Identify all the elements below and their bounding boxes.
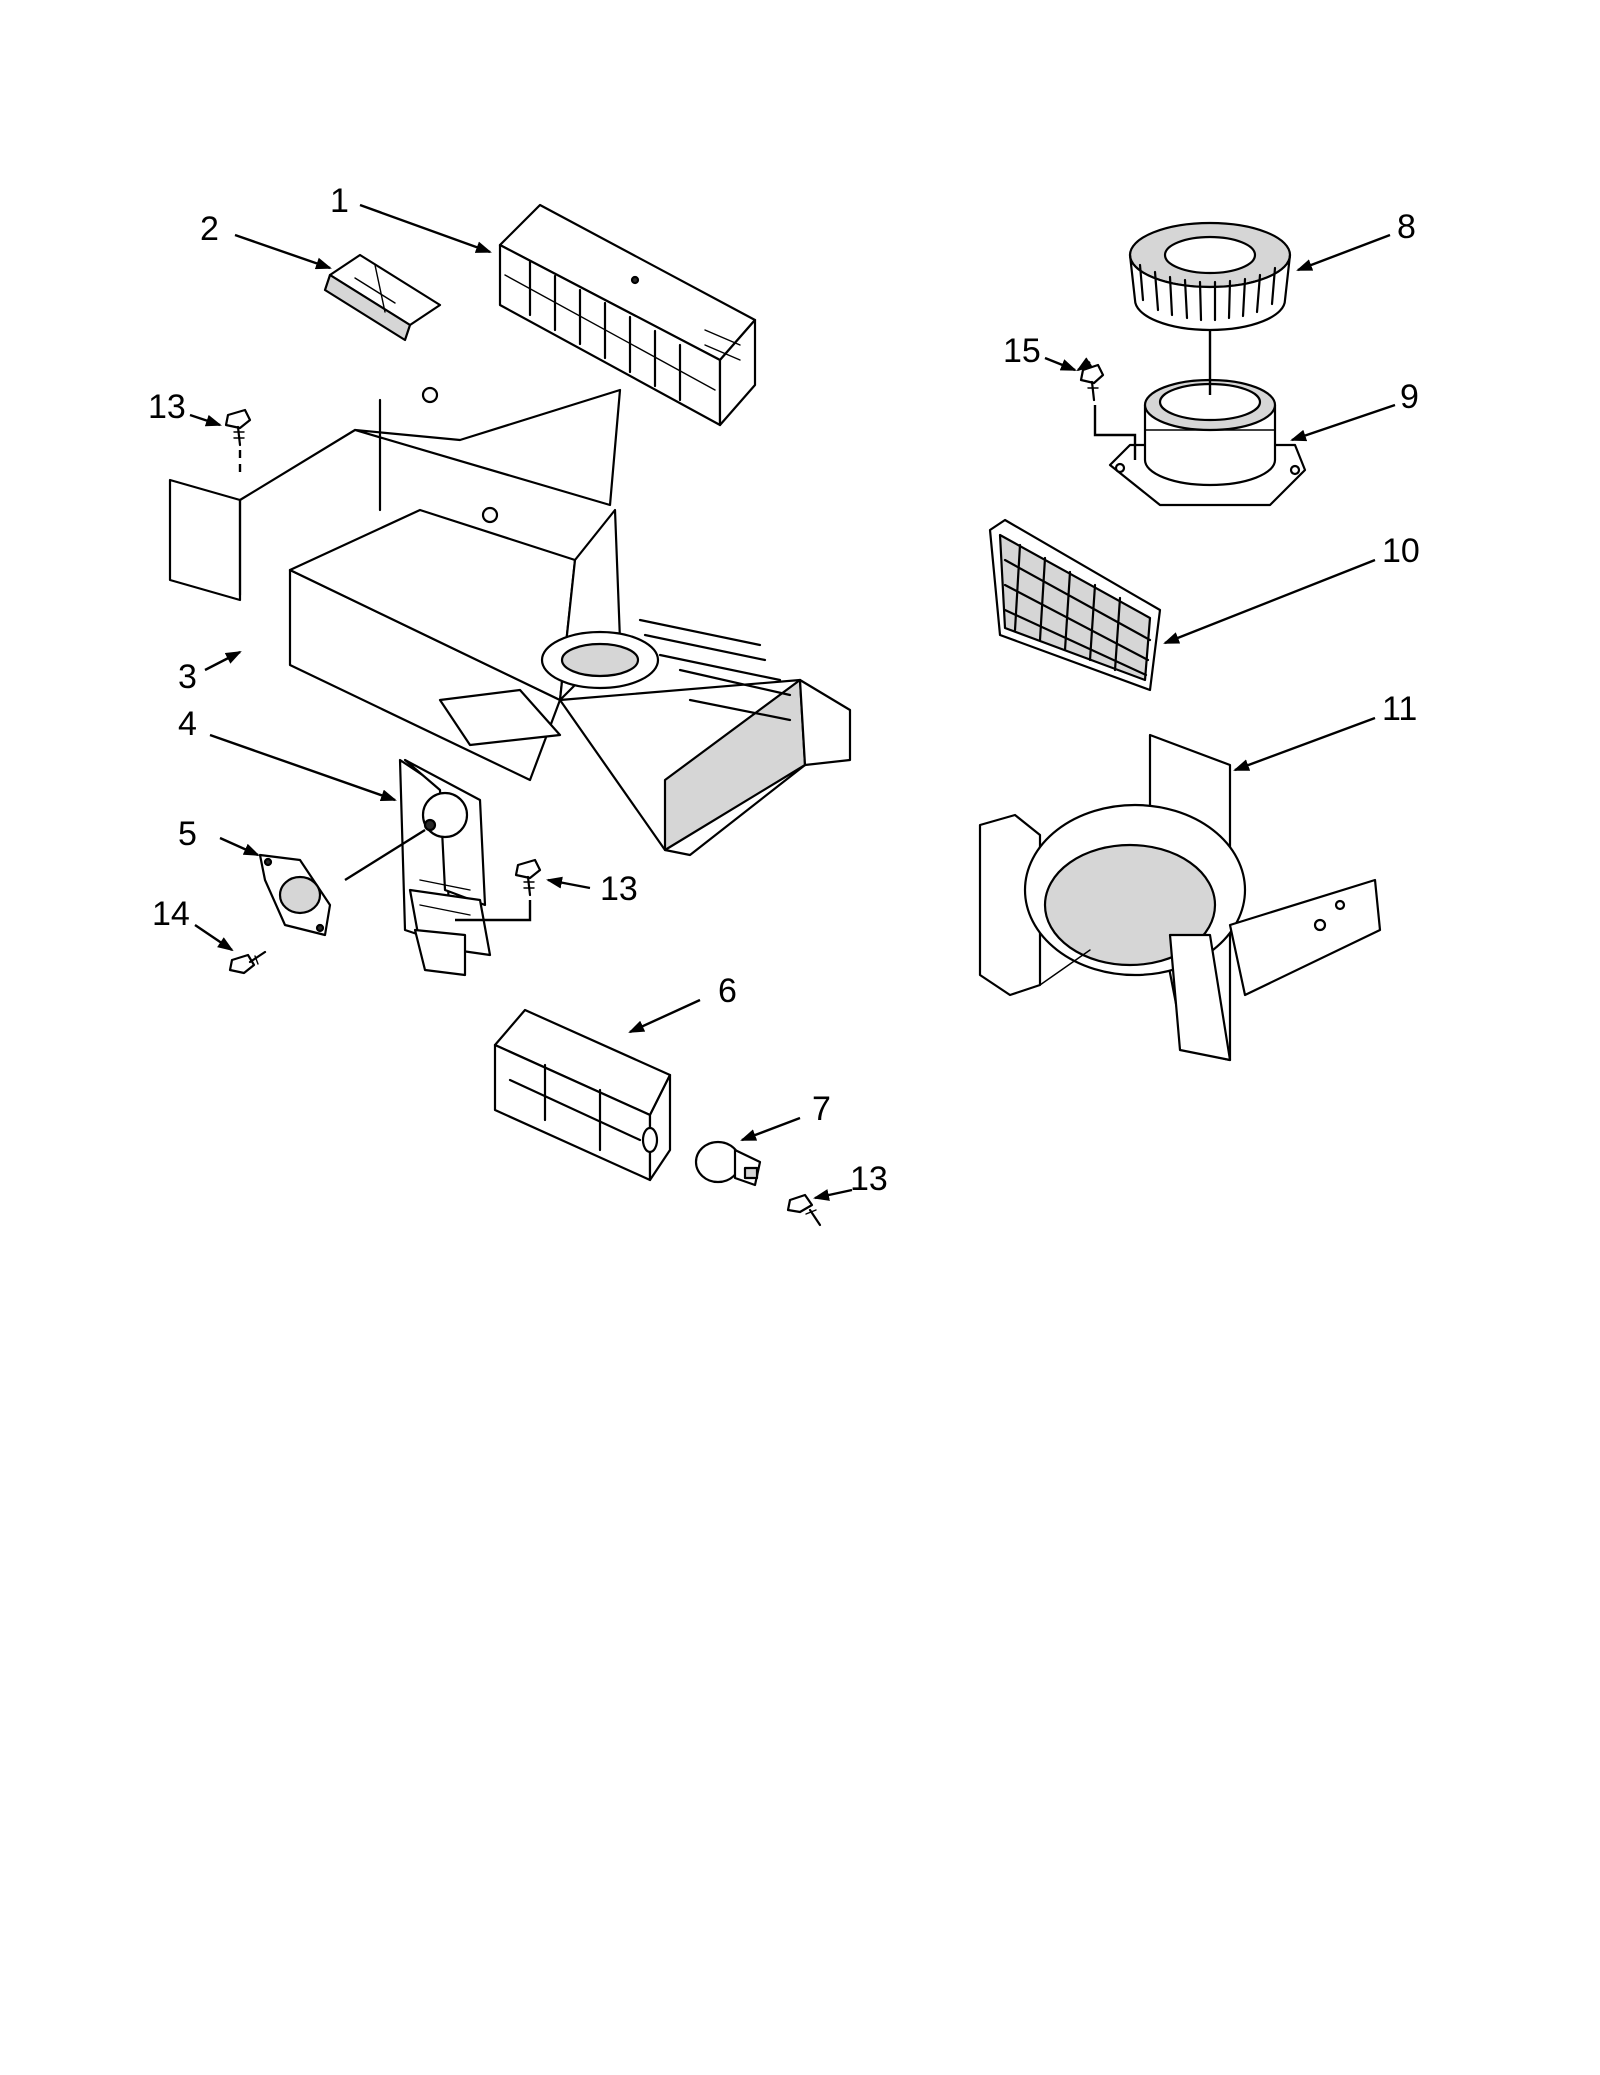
part-14-screw [228,950,267,975]
callout-3: 3 [178,658,197,696]
leader-arrows [189,203,1396,1201]
part-3-base-duct [168,386,852,857]
callout-4: 4 [178,705,197,743]
callout-5: 5 [178,815,197,853]
callout-9: 9 [1400,378,1419,416]
guide-lines [238,330,1212,922]
callout-2: 2 [200,210,219,248]
callout-7: 7 [812,1090,831,1128]
part-13-screw-top [224,408,252,447]
callout-labels: 1 2 3 4 5 6 7 8 9 10 11 13 13 13 14 15 [148,182,1420,1198]
part-2-clip [323,253,442,342]
callout-13-bottom: 13 [850,1160,888,1198]
part-5-thermostat [258,853,332,937]
part-9-blower-motor [1108,378,1307,507]
callout-14: 14 [152,895,190,933]
callout-11: 11 [1382,690,1417,728]
part-11-blower-housing [978,733,1382,1062]
part-13-screw-bottom [786,1193,822,1227]
part-10-mesh-filter [988,518,1162,692]
part-1-grille [498,203,757,427]
callout-13-top: 13 [148,388,186,426]
callout-8: 8 [1397,208,1416,246]
part-8-blower-wheel [1128,221,1292,332]
callout-13-middle: 13 [600,870,638,908]
part-7-lamp-bulb [694,1140,762,1187]
part-6-lamp-housing [493,1008,672,1182]
part-4-bracket [398,758,492,977]
part-13-screw-middle [514,858,542,897]
part-15-screw [1079,363,1105,402]
callout-1: 1 [330,182,349,220]
callout-10: 10 [1382,532,1420,570]
callout-15: 15 [1003,332,1041,370]
callout-6: 6 [718,972,737,1010]
